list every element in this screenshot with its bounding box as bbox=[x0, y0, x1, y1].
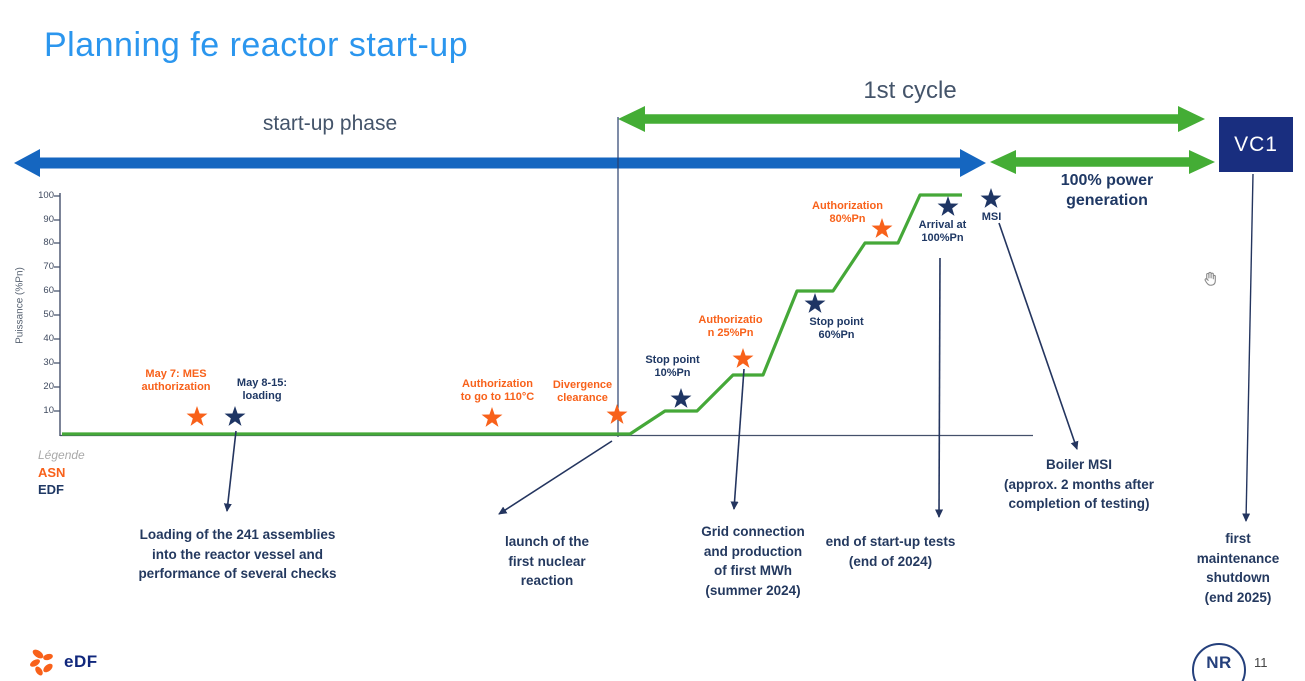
note-boiler-msi: Boiler MSI (approx. 2 months after compl… bbox=[1003, 457, 1155, 511]
annotation-arrow-boiler-msi bbox=[998, 222, 1079, 450]
milestone-label-auth-25: Authorizatio n 25%Pn bbox=[698, 314, 763, 339]
hand-cursor-icon bbox=[1204, 271, 1216, 286]
milestone-label-auth-80: Authorization 80%Pn bbox=[812, 200, 883, 225]
y-axis-tick-labels: 100 90 80 70 60 50 40 30 20 10 bbox=[28, 190, 54, 420]
page-title: Planning fe reactor start-up bbox=[44, 26, 469, 64]
y-tick: 70 bbox=[43, 261, 54, 272]
first-cycle-arrow bbox=[618, 106, 1205, 132]
milestone-label-msi: MSI bbox=[981, 211, 1002, 223]
y-tick: 50 bbox=[43, 309, 54, 320]
legend-item-edf: EDF bbox=[38, 482, 64, 497]
note-loading-assemblies: Loading of the 241 assemblies into the r… bbox=[138, 527, 337, 581]
first-cycle-label: 1st cycle bbox=[863, 77, 957, 104]
note-first-nuclear-reaction: launch of the first nuclear reaction bbox=[505, 534, 589, 588]
y-tick: 40 bbox=[43, 333, 54, 344]
milestone-star-divergence bbox=[606, 404, 628, 424]
power-generation-arrow bbox=[990, 150, 1215, 174]
legend-heading: Légende bbox=[38, 448, 85, 462]
nr-logo: NR bbox=[1192, 643, 1246, 681]
milestone-label-divergence: Divergence clearance bbox=[552, 379, 613, 404]
note-grid-connection: Grid connection and production of first … bbox=[701, 524, 805, 598]
legend: Légende ASN EDF bbox=[38, 447, 85, 498]
y-axis-title: Puissance (%Pn) bbox=[14, 267, 26, 344]
startup-phase-arrow bbox=[14, 149, 986, 177]
note-end-of-tests: end of start-up tests (end of 2024) bbox=[825, 534, 956, 569]
y-tick: 90 bbox=[43, 214, 54, 225]
annotation-arrow-tests bbox=[935, 257, 944, 518]
milestone-label-arrival-100: Arrival at 100%Pn bbox=[918, 219, 967, 244]
note-first-maintenance-shutdown: first maintenance shutdown (end 2025) bbox=[1196, 531, 1280, 605]
y-tick: 20 bbox=[43, 381, 54, 392]
milestone-star-110c bbox=[481, 407, 503, 427]
page-number: 11 bbox=[1254, 655, 1268, 670]
edf-flame-icon bbox=[30, 649, 53, 676]
milestone-label-stop-60: Stop point 60%Pn bbox=[809, 316, 864, 341]
milestone-star-may7-mes bbox=[186, 406, 208, 426]
milestone-label-loading: May 8-15: loading bbox=[236, 377, 288, 402]
edf-wordmark: eDF bbox=[64, 652, 98, 671]
annotation-arrow-loading bbox=[223, 430, 237, 512]
y-tick: 10 bbox=[43, 405, 54, 416]
milestone-star-msi bbox=[980, 188, 1002, 208]
edf-logo: eDF bbox=[28, 646, 148, 680]
milestone-star-stop-60 bbox=[804, 293, 826, 313]
power-generation-label: 100% power generation bbox=[1060, 172, 1154, 209]
milestone-label-may7-mes: May 7: MES authorization bbox=[141, 368, 211, 393]
power-step-line bbox=[62, 193, 962, 436]
milestone-star-arrival-100 bbox=[937, 196, 959, 216]
y-tick: 30 bbox=[43, 357, 54, 368]
vc1-box: VC1 bbox=[1219, 117, 1293, 172]
y-tick: 100 bbox=[38, 190, 54, 201]
y-tick: 60 bbox=[43, 285, 54, 296]
startup-phase-label: start-up phase bbox=[262, 112, 398, 135]
legend-item-asn: ASN bbox=[38, 465, 66, 480]
annotation-arrow-grid bbox=[730, 368, 745, 510]
annotation-arrow-launch bbox=[498, 440, 613, 515]
y-axis-ticks bbox=[54, 195, 60, 412]
milestone-star-stop-10 bbox=[670, 388, 692, 408]
y-tick: 80 bbox=[43, 237, 54, 248]
annotation-arrow-vc1-shutdown bbox=[1242, 173, 1254, 522]
nr-monogram: NR bbox=[1206, 653, 1232, 672]
milestone-star-loading bbox=[224, 406, 246, 426]
milestone-label-110c: Authorization to go to 110°C bbox=[460, 378, 535, 403]
milestone-star-auth-25 bbox=[732, 348, 754, 368]
milestone-label-stop-10: Stop point 10%Pn bbox=[645, 354, 700, 379]
